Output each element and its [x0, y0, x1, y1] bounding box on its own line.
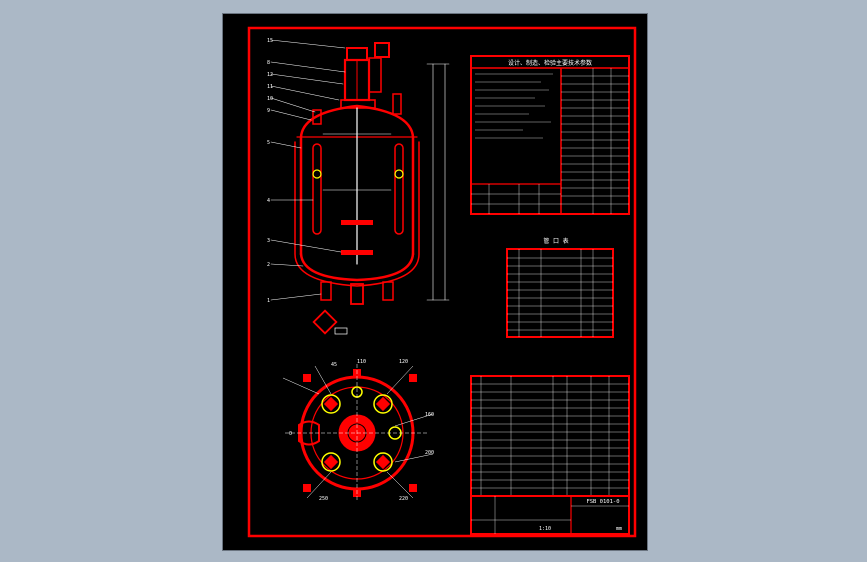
vessel-plan-view: 110 120 45 0 160 200 250 220	[282, 359, 434, 502]
svg-text:10: 10	[267, 96, 273, 102]
vessel-elevation-view: 15 8 12 11 10 9 5 4 3 2 1	[267, 38, 450, 335]
drawing-units: mm	[616, 526, 622, 532]
svg-text:5: 5	[267, 140, 270, 146]
svg-text:2: 2	[267, 262, 270, 268]
parts-list-table	[470, 375, 630, 497]
drawing-scale: 1:10	[539, 526, 551, 532]
svg-text:4: 4	[267, 198, 270, 204]
plan-dim-right-b: 200	[425, 450, 434, 456]
plan-dim-bottom-b: 220	[399, 496, 408, 502]
nozzle-table: 管 口 表	[506, 237, 614, 338]
svg-text:3: 3	[267, 238, 270, 244]
nozzle-table-title: 管 口 表	[543, 237, 568, 245]
vessel-drawing: 15 8 12 11 10 9 5 4 3 2 1	[247, 26, 637, 538]
drawing-sheet: 15 8 12 11 10 9 5 4 3 2 1	[222, 13, 648, 551]
plan-dim-top-a: 110	[357, 359, 366, 365]
svg-text:8: 8	[267, 60, 270, 66]
plan-dim-right-a: 160	[425, 412, 434, 418]
svg-text:12: 12	[267, 72, 273, 78]
tech-spec-table: 设计、制造、检验主要技术参数	[470, 55, 630, 215]
svg-text:11: 11	[267, 84, 273, 90]
plan-dim-top-c: 45	[331, 362, 337, 368]
svg-text:15: 15	[267, 38, 273, 44]
tech-spec-title: 设计、制造、检验主要技术参数	[508, 59, 592, 67]
plan-dim-bottom-a: 250	[319, 496, 328, 502]
plan-dim-top-b: 120	[399, 359, 408, 365]
svg-text:9: 9	[267, 108, 270, 114]
svg-text:1: 1	[267, 298, 270, 304]
drawing-frame	[247, 26, 637, 538]
drawing-number: FSB 0101-0	[586, 499, 619, 505]
title-block: FSB 0101-0 1:10 mm	[470, 495, 630, 535]
plan-dim-left: 0	[289, 431, 292, 437]
